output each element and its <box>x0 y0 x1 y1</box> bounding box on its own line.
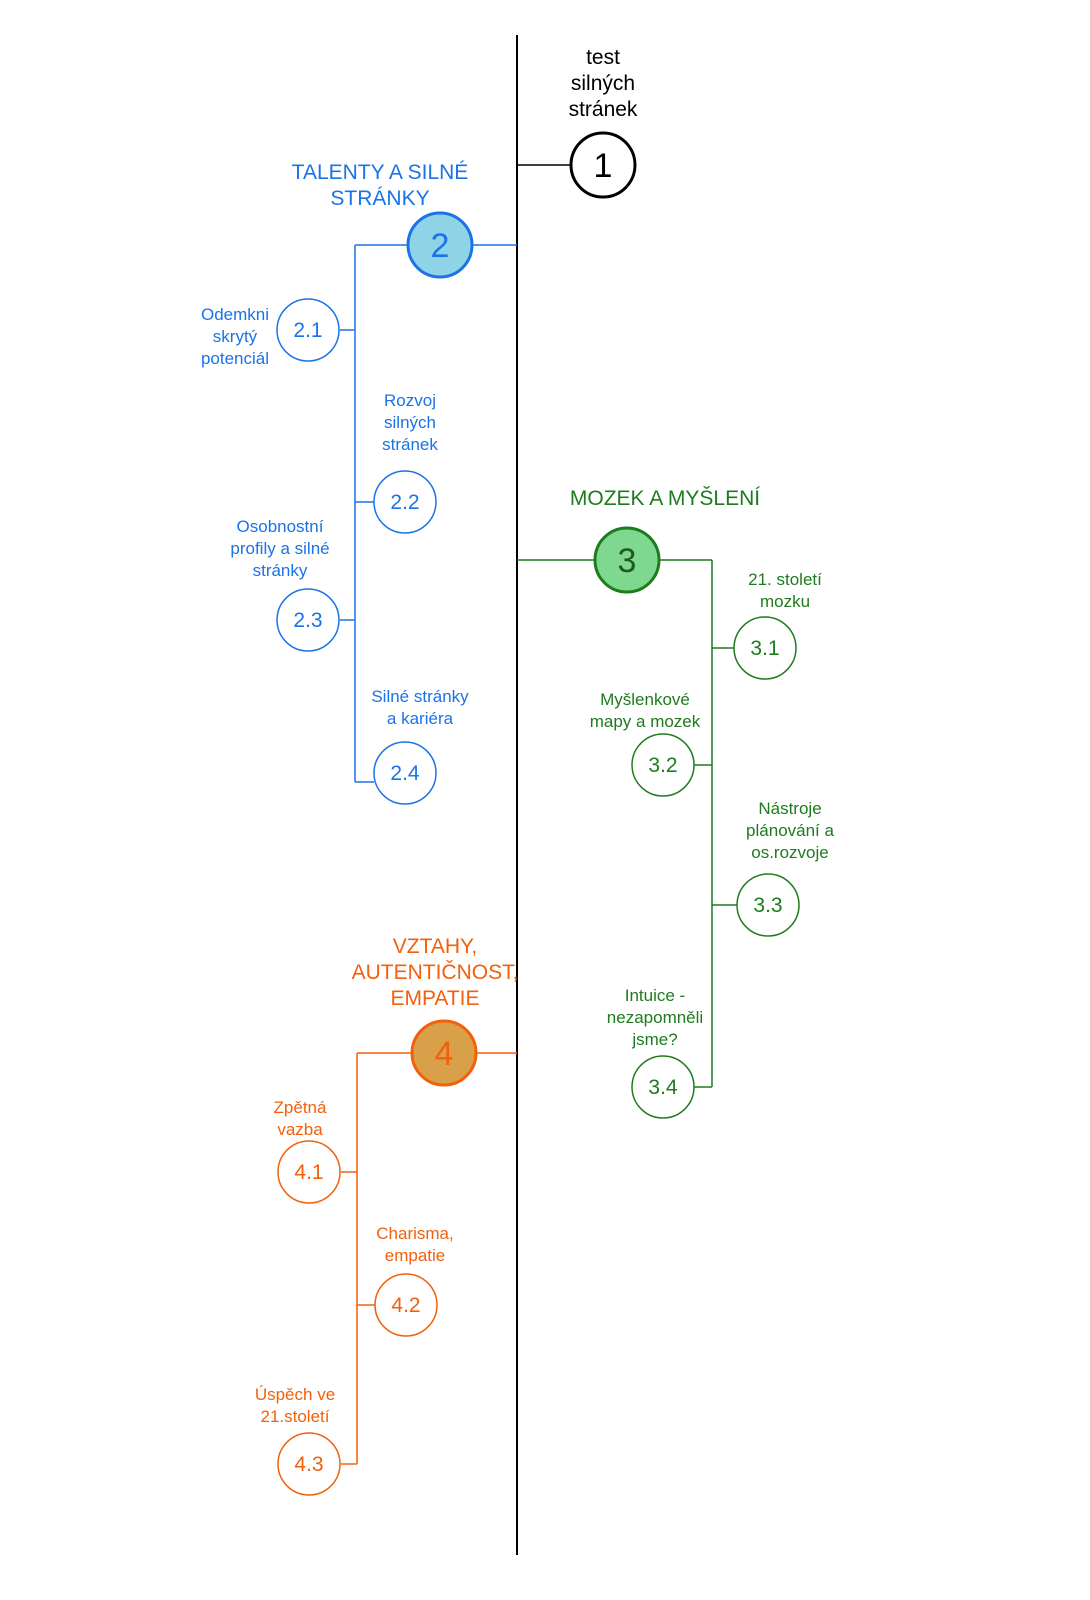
node-4-3-circle[interactable] <box>277 1432 341 1496</box>
branch-2-title: TALENTY A SILNÉ STRÁNKY <box>291 161 469 210</box>
node-3-3-label: Nástroje plánování a os.rozvoje <box>746 799 834 862</box>
node-3-3-number: 3.3 <box>753 894 782 917</box>
branch-3-node-circle[interactable] <box>593 526 661 594</box>
node-4-2-number: 4.2 <box>391 1294 420 1317</box>
node-2-3-label: Osobnostní profily a silné stránky <box>230 517 330 580</box>
node-4-2-label: Charisma, empatie <box>376 1224 454 1265</box>
branch-4-lines <box>341 1052 517 1465</box>
node-2-1-number: 2.1 <box>293 319 322 342</box>
branch-4-node-number: 4 <box>435 1035 454 1073</box>
branch-3-node-number: 3 <box>618 542 637 580</box>
branch-3-lines <box>517 559 737 1088</box>
node-2-4-label: Silné stránky a kariéra <box>371 687 469 728</box>
node-4-3-label: Úspěch ve 21.století <box>254 1385 336 1426</box>
root-title: test silných stránek <box>568 46 638 121</box>
branch-4-node-circle[interactable] <box>410 1019 478 1087</box>
node-3-4-circle[interactable] <box>631 1055 695 1119</box>
node-2-2-number: 2.2 <box>390 491 419 514</box>
node-3-3-circle[interactable] <box>736 873 800 937</box>
node-3-1-number: 3.1 <box>750 637 779 660</box>
node-4-2-circle[interactable] <box>374 1273 438 1337</box>
node-2-3-number: 2.3 <box>293 609 322 632</box>
node-3-4-label: Intuice - nezapomněli jsme? <box>606 986 704 1049</box>
node-3-1-label: 21. století mozku <box>748 570 822 611</box>
node-3-1-circle[interactable] <box>733 616 797 680</box>
node-2-4-circle[interactable] <box>373 741 437 805</box>
branch-2-node-number: 2 <box>431 227 450 265</box>
node-2-3-circle[interactable] <box>276 588 340 652</box>
node-2-1-circle[interactable] <box>276 298 340 362</box>
node-4-1-circle[interactable] <box>277 1140 341 1204</box>
branch-2-lines <box>340 244 517 783</box>
root-node-number: 1 <box>594 147 613 185</box>
node-4-1-label: Zpětná vazba <box>273 1098 327 1139</box>
node-3-2-number: 3.2 <box>648 754 677 777</box>
branch-3-title: MOZEK A MYŠLENÍ <box>569 487 761 510</box>
node-3-4-number: 3.4 <box>648 1076 678 1099</box>
node-2-4-number: 2.4 <box>390 762 420 785</box>
node-4-1-number: 4.1 <box>294 1161 323 1184</box>
node-2-2-circle[interactable] <box>373 470 437 534</box>
node-3-2-circle[interactable] <box>631 733 695 797</box>
root-node-circle[interactable] <box>569 131 637 199</box>
node-2-2-label: Rozvoj silných stránek <box>382 391 438 454</box>
node-2-1-label: Odemkni skrytý potenciál <box>200 305 270 368</box>
node-4-3-number: 4.3 <box>294 1453 323 1476</box>
branch-4-title: VZTAHY, AUTENTIČNOST, EMPATIE <box>351 935 519 1010</box>
node-3-2-label: Myšlenkové mapy a mozek <box>589 690 701 731</box>
branch-2-node-circle[interactable] <box>406 211 474 279</box>
